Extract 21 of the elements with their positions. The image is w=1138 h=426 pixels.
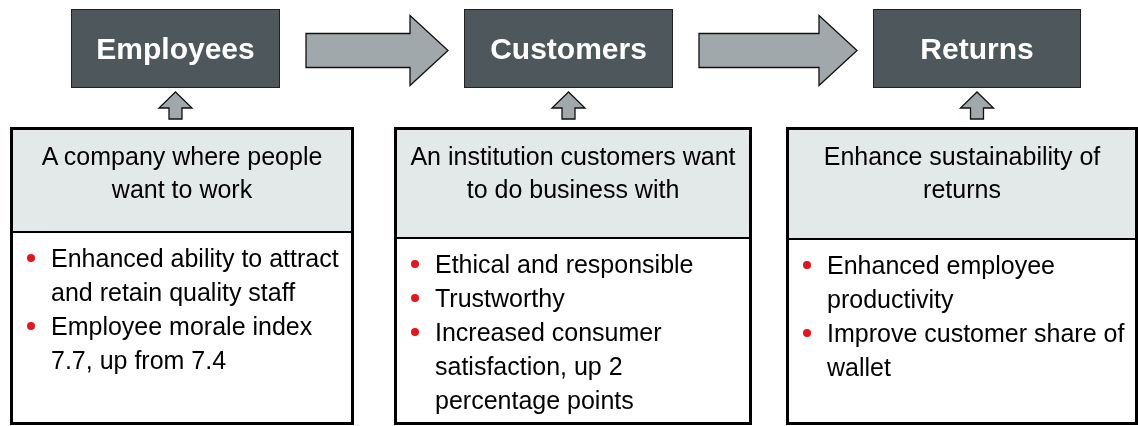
bullet-text: Trustworthy	[435, 283, 565, 314]
panel-heading: A company where people want to work	[13, 130, 351, 233]
block-arrow	[305, 14, 449, 87]
bullet-text: Employee morale index 7.7, up from 7.4	[51, 311, 314, 376]
block-arrow	[157, 91, 194, 120]
block-arrow	[698, 14, 858, 87]
panel-heading: Enhance sustainability of returns	[789, 130, 1135, 240]
bullet-text: Enhanced employee productivity	[827, 250, 1056, 315]
bullet-text: Ethical and responsible	[435, 249, 694, 280]
bullet-text: Improve customer share of wallet	[827, 318, 1126, 383]
bullet-text: Increased consumer satisfaction, up 2 percentage points	[435, 317, 663, 416]
stage-box: Customers	[464, 9, 673, 88]
stage-box: Employees	[71, 9, 280, 88]
block-arrow	[550, 91, 587, 120]
block-arrow	[958, 91, 996, 120]
info-panel	[394, 127, 752, 425]
info-panel	[786, 127, 1138, 425]
info-panel	[10, 127, 354, 425]
bullet-text: Enhanced ability to attract and retain quality staff	[51, 243, 340, 308]
stage-box: Returns	[873, 9, 1081, 88]
panel-heading: An institution customers want to do business with	[397, 130, 749, 239]
